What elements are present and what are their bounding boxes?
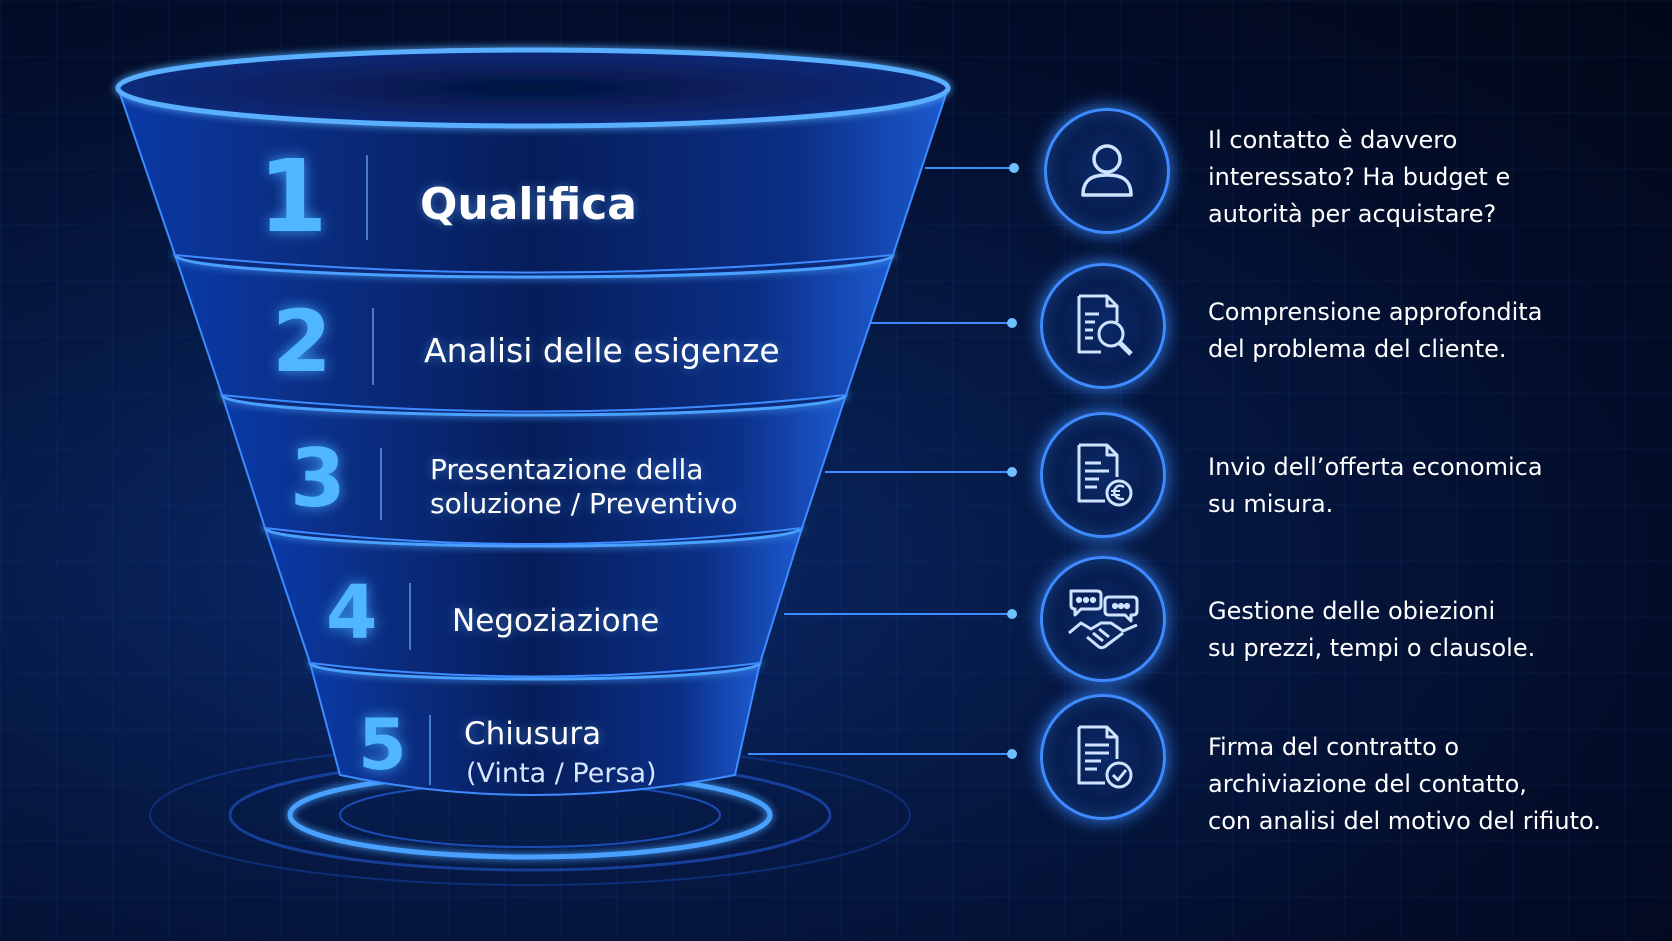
stage-5-number: 5 [358, 704, 407, 786]
stage-1-description: Il contatto è davvero interessato? Ha bu… [1208, 122, 1648, 233]
stage-3-title-line-2: soluzione / Preventivo [430, 487, 738, 521]
stage-2-description-line: del problema del cliente. [1208, 335, 1507, 363]
stage-2-number: 2 [272, 292, 332, 392]
handshake-chat-icon [1068, 589, 1139, 650]
user-icon [1081, 144, 1133, 197]
stage-5-description-line: Firma del contratto o [1208, 733, 1460, 761]
stage-4-icon-circle [1040, 556, 1166, 682]
invoice-euro-icon [1077, 443, 1133, 507]
funnel-band-3 [220, 394, 848, 545]
stage-2-title: Analisi delle esigenze [424, 331, 780, 370]
funnel-band-4 [263, 527, 804, 678]
stage-2-icon-circle [1040, 263, 1166, 389]
stage-3-icon-circle [1040, 412, 1166, 538]
stage-5-icon-circle [1040, 694, 1166, 820]
stage-1-description-line: Il contatto è davvero [1208, 126, 1458, 154]
document-check-icon [1077, 725, 1133, 789]
stage-4-description-line: su prezzi, tempi o clausole. [1208, 634, 1536, 662]
stage-4-number: 4 [326, 570, 378, 656]
stage-1-icon-circle [1044, 108, 1170, 234]
stage-5-description-line: con analisi del motivo del rifiuto. [1208, 807, 1601, 835]
stage-2-description: Comprensione approfondita del problema d… [1208, 294, 1648, 368]
stage-2-description-line: Comprensione approfondita [1208, 298, 1543, 326]
stage-4-description: Gestione delle obiezioni su prezzi, temp… [1208, 593, 1648, 667]
stage-4-description-line: Gestione delle obiezioni [1208, 597, 1496, 625]
stage-5-title: Chiusura [464, 716, 602, 752]
funnel-band-5 [308, 662, 762, 796]
stage-1-description-line: interessato? Ha budget e [1208, 163, 1511, 191]
stage-3-description: Invio dell’offerta economica su misura. [1208, 449, 1648, 523]
stage-5-description-line: archiviazione del contatto, [1208, 770, 1527, 798]
stage-3-title-line-1: Presentazione della [430, 453, 704, 486]
stage-5-description: Firma del contratto o archiviazione del … [1208, 729, 1648, 840]
stage-5-subtitle: (Vinta / Persa) [466, 758, 657, 789]
funnel-band-2 [173, 254, 895, 413]
stage-3-description-line: su misura. [1208, 490, 1334, 518]
funnel-band-1 [116, 87, 950, 274]
stage-3-number: 3 [290, 432, 346, 525]
stage-4-title: Negoziazione [452, 603, 660, 639]
funnel-top-rim [115, 47, 951, 129]
stage-1-number: 1 [258, 138, 328, 255]
document-search-icon [1077, 294, 1133, 356]
stage-1-title: Qualifica [420, 179, 637, 230]
stage-3-title: Presentazione della soluzione / Preventi… [430, 453, 738, 521]
stage-1-description-line: autorità per acquistare? [1208, 200, 1497, 228]
stage-3-description-line: Invio dell’offerta economica [1208, 453, 1543, 481]
